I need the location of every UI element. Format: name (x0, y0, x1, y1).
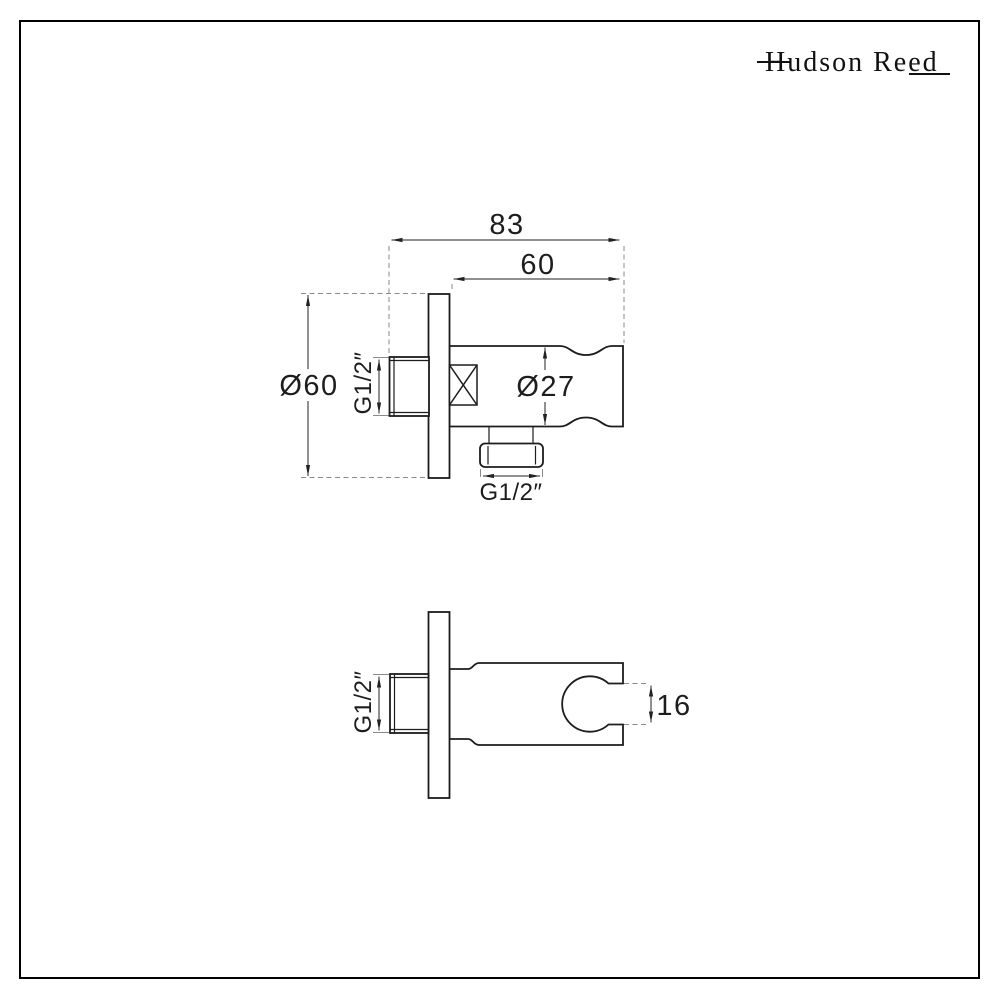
dim-d60-label: Ø60 (279, 370, 338, 402)
dim-inlet-thread: G1/2″ (350, 351, 382, 415)
dim-holder-diameter: Ø27 (516, 347, 575, 425)
side-view: 83 60 Ø60 G1/2″ Ø27 (279, 209, 625, 506)
dim-body-projection: 60 (453, 249, 620, 282)
plan-dim-g12-label: G1/2″ (350, 670, 377, 733)
dim-60-label: 60 (520, 249, 555, 281)
dim-d27-label: Ø27 (516, 371, 575, 403)
dim-g12-inlet-label: G1/2″ (350, 351, 377, 414)
dim-outlet-thread: G1/2″ (479, 473, 542, 506)
dim-g12-outlet-label: G1/2″ (479, 479, 542, 506)
plan-dim-cradle-gap: 16 (648, 685, 691, 723)
brand-logo: Hudson Reed (757, 48, 950, 80)
drawing-border (19, 20, 980, 979)
side-body (448, 345, 624, 428)
plan-body (448, 662, 624, 746)
logo-right-line (909, 73, 950, 75)
dim-16-label: 16 (656, 690, 691, 722)
plan-dim-inlet-thread: G1/2″ (350, 670, 382, 734)
outlet-nut (479, 442, 544, 468)
dim-overall-projection: 83 (391, 209, 620, 243)
plan-inlet-thread (389, 673, 430, 734)
plan-wall-flange (427, 611, 451, 799)
brand-name: Hudson Reed (765, 47, 939, 78)
plan-extension-lines (373, 674, 648, 733)
logo-left-line (757, 61, 790, 63)
plan-view: G1/2″ 16 (350, 611, 691, 799)
side-outlet (479, 426, 544, 468)
valve-cross-icon (448, 364, 478, 406)
dim-83-label: 83 (489, 209, 524, 241)
side-inlet-thread (388, 356, 430, 417)
dim-flange-diameter: Ø60 (279, 295, 338, 476)
side-extension-lines (301, 246, 625, 478)
side-wall-flange (427, 293, 451, 479)
